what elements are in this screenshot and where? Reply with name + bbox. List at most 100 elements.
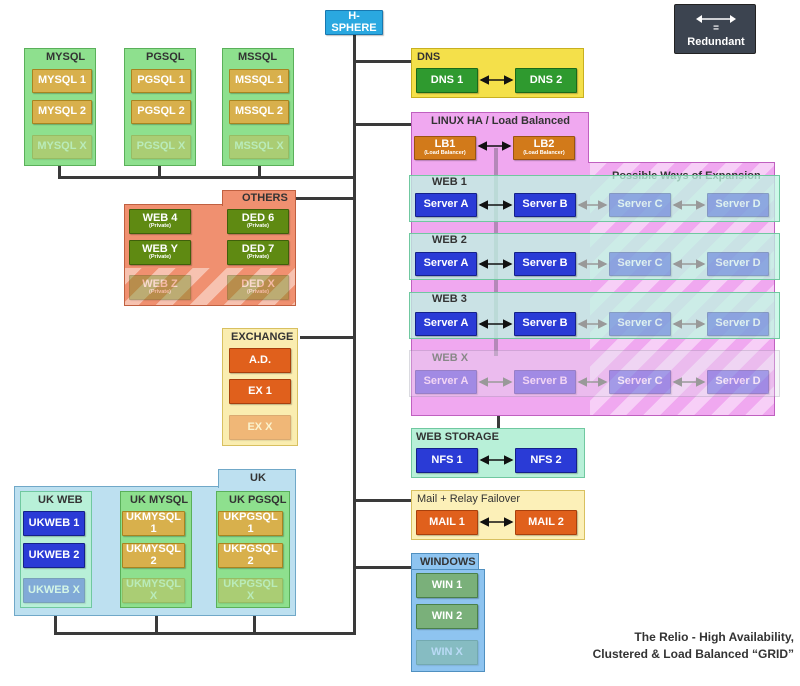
mail-1-node[interactable]: MAIL 1 [416,510,478,535]
web3-server-c[interactable]: Server C [609,312,671,336]
double-arrow-icon [696,15,736,23]
web1-server-d[interactable]: Server D [707,193,769,217]
windows-link [353,566,413,569]
others-ded6-node[interactable]: DED 6(Private) [227,209,289,234]
win-x-node[interactable]: WIN X [416,640,478,665]
mssql-2-node[interactable]: MSSQL 2 [229,100,289,124]
others-web4-node[interactable]: WEB 4(Private) [129,209,191,234]
exchange-link [300,336,355,339]
redundant-legend: = Redundant [674,4,756,54]
mail-label: Mail + Relay Failover [417,493,521,505]
web2-server-a[interactable]: Server A [415,252,477,276]
others-dedx-node[interactable]: DED X(Private) [227,275,289,300]
webx-server-d[interactable]: Server D [707,370,769,394]
web3-server-a[interactable]: Server A [415,312,477,336]
web2-server-b[interactable]: Server B [514,252,576,276]
mysql-1-node[interactable]: MYSQL 1 [32,69,92,93]
uk-mysql-label: UK MYSQL [130,494,189,506]
web1-server-a[interactable]: Server A [415,193,477,217]
mail-link [353,499,413,502]
mssql-drop [258,166,261,179]
others-expansion-area [125,268,295,305]
others-label: OTHERS [242,192,288,204]
pgsql-x-node[interactable]: PGSQL X [131,135,191,159]
title-line-2: Clustered & Load Balanced “GRID” [592,646,794,661]
uk-label: UK [250,472,266,484]
mssql-label: MSSQL [238,51,278,63]
db-bus-line [58,176,356,179]
linux-label: LINUX HA / Load Balanced [431,115,570,127]
webx-server-a[interactable]: Server A [415,370,477,394]
web1-server-c[interactable]: Server C [609,193,671,217]
ukpgsql-drop [253,608,256,635]
web1-server-b[interactable]: Server B [514,193,576,217]
ukmysql-2-node[interactable]: UKMYSQL 2 [122,543,185,568]
web2-server-d[interactable]: Server D [707,252,769,276]
webx-server-b[interactable]: Server B [514,370,576,394]
ukpgsql-2-node[interactable]: UKPGSQL 2 [218,543,283,568]
ukpgsql-x-node[interactable]: UKPGSQL X [218,578,283,603]
mssql-1-node[interactable]: MSSQL 1 [229,69,289,93]
ukpgsql-1-node[interactable]: UKPGSQL 1 [218,511,283,536]
h-sphere-node[interactable]: H-SPHERE [325,10,383,35]
others-tab [222,190,296,206]
storage-label: WEB STORAGE [416,431,499,443]
ukweb-2-node[interactable]: UKWEB 2 [23,543,85,568]
web3-label: WEB 3 [432,293,467,305]
pgsql-label: PGSQL [146,51,185,63]
ukmysql-1-node[interactable]: UKMYSQL 1 [122,511,185,536]
legend-label: Redundant [687,36,745,48]
ukweb-1-node[interactable]: UKWEB 1 [23,511,85,536]
nfs-2-node[interactable]: NFS 2 [515,448,577,473]
exchange-label: EXCHANGE [231,331,294,343]
others-link [285,197,355,200]
web3-server-b[interactable]: Server B [514,312,576,336]
lb2-node[interactable]: LB2(Load Balancer) [513,136,575,160]
trunk-line [353,35,356,635]
pgsql-2-node[interactable]: PGSQL 2 [131,100,191,124]
legend-equals: = [713,23,719,34]
webx-label: WEB X [432,352,469,364]
uk-pgsql-label: UK PGSQL [229,494,287,506]
mysql-label: MYSQL [46,51,86,63]
ukmysql-x-node[interactable]: UKMYSQL X [122,578,185,603]
others-weby-node[interactable]: WEB Y(Private) [129,240,191,265]
exchange-exx-node[interactable]: EX X [229,415,291,440]
web1-label: WEB 1 [432,176,467,188]
nfs-1-node[interactable]: NFS 1 [416,448,478,473]
exchange-ad-node[interactable]: A.D. [229,348,291,373]
win-1-node[interactable]: WIN 1 [416,573,478,598]
dns-1-node[interactable]: DNS 1 [416,68,478,93]
storage-connector [497,415,500,435]
pgsql-drop [158,166,161,179]
ukweb-x-node[interactable]: UKWEB X [23,578,85,603]
webx-server-c[interactable]: Server C [609,370,671,394]
dns-2-node[interactable]: DNS 2 [515,68,577,93]
web2-server-c[interactable]: Server C [609,252,671,276]
windows-tab [411,553,479,571]
pgsql-1-node[interactable]: PGSQL 1 [131,69,191,93]
diagram-title: The Relio - High Availability, Clustered… [540,629,794,663]
dns-label: DNS [417,51,441,63]
mysql-2-node[interactable]: MYSQL 2 [32,100,92,124]
others-ded7-node[interactable]: DED 7(Private) [227,240,289,265]
windows-label: WINDOWS [420,556,476,568]
mysql-drop [58,166,61,179]
mail-2-node[interactable]: MAIL 2 [515,510,577,535]
web2-label: WEB 2 [432,234,467,246]
uk-tab [218,469,296,488]
h-sphere-label: H-SPHERE [331,9,377,34]
win-2-node[interactable]: WIN 2 [416,604,478,629]
title-line-1: The Relio - High Availability, [634,630,794,644]
others-webz-node[interactable]: WEB Z(Private) [129,275,191,300]
lb1-node[interactable]: LB1(Load Balancer) [414,136,476,160]
uk-web-label: UK WEB [38,494,83,506]
exchange-ex1-node[interactable]: EX 1 [229,379,291,404]
webx-row [409,350,780,397]
web3-server-d[interactable]: Server D [707,312,769,336]
mysql-tab [24,48,96,66]
mssql-x-node[interactable]: MSSQL X [229,135,289,159]
dns-link [353,60,413,63]
mysql-x-node[interactable]: MYSQL X [32,135,92,159]
exchange-tab [222,328,298,346]
